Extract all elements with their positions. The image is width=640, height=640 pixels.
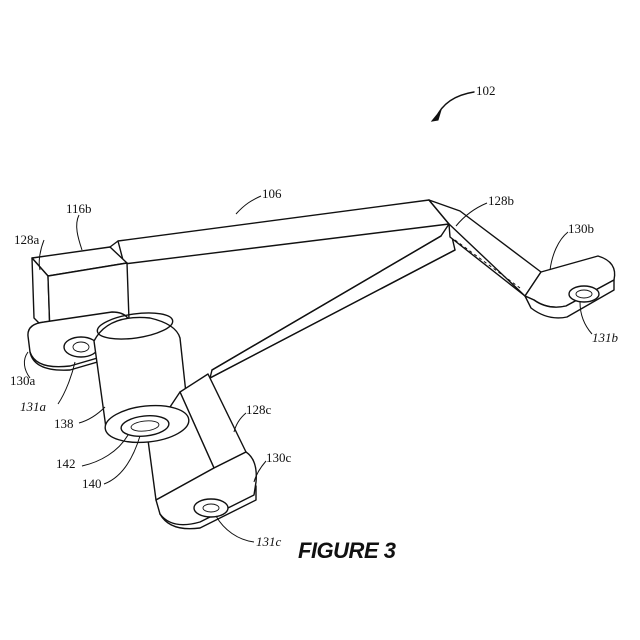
assembly-arrow (432, 92, 474, 121)
label-102: 102 (476, 83, 496, 98)
label-106: 106 (262, 186, 282, 201)
cross-member (118, 200, 450, 268)
label-138: 138 (54, 416, 74, 431)
label-128b: 128b (488, 193, 514, 208)
label-128c: 128c (246, 402, 272, 417)
hole-c (194, 499, 228, 517)
label-131a: 131a (20, 399, 47, 414)
label-131b: 131b (592, 330, 619, 345)
label-128a: 128a (14, 232, 40, 247)
hole-b (569, 286, 599, 302)
label-131c: 131c (256, 534, 282, 549)
figure-caption: FIGURE 3 (298, 538, 396, 563)
label-130c: 130c (266, 450, 292, 465)
label-140: 140 (82, 476, 102, 491)
label-116b: 116b (66, 201, 92, 216)
label-130a: 130a (10, 373, 36, 388)
label-130b: 130b (568, 221, 594, 236)
hole-a (64, 337, 98, 357)
foot-b (525, 256, 615, 318)
label-142: 142 (56, 456, 76, 471)
